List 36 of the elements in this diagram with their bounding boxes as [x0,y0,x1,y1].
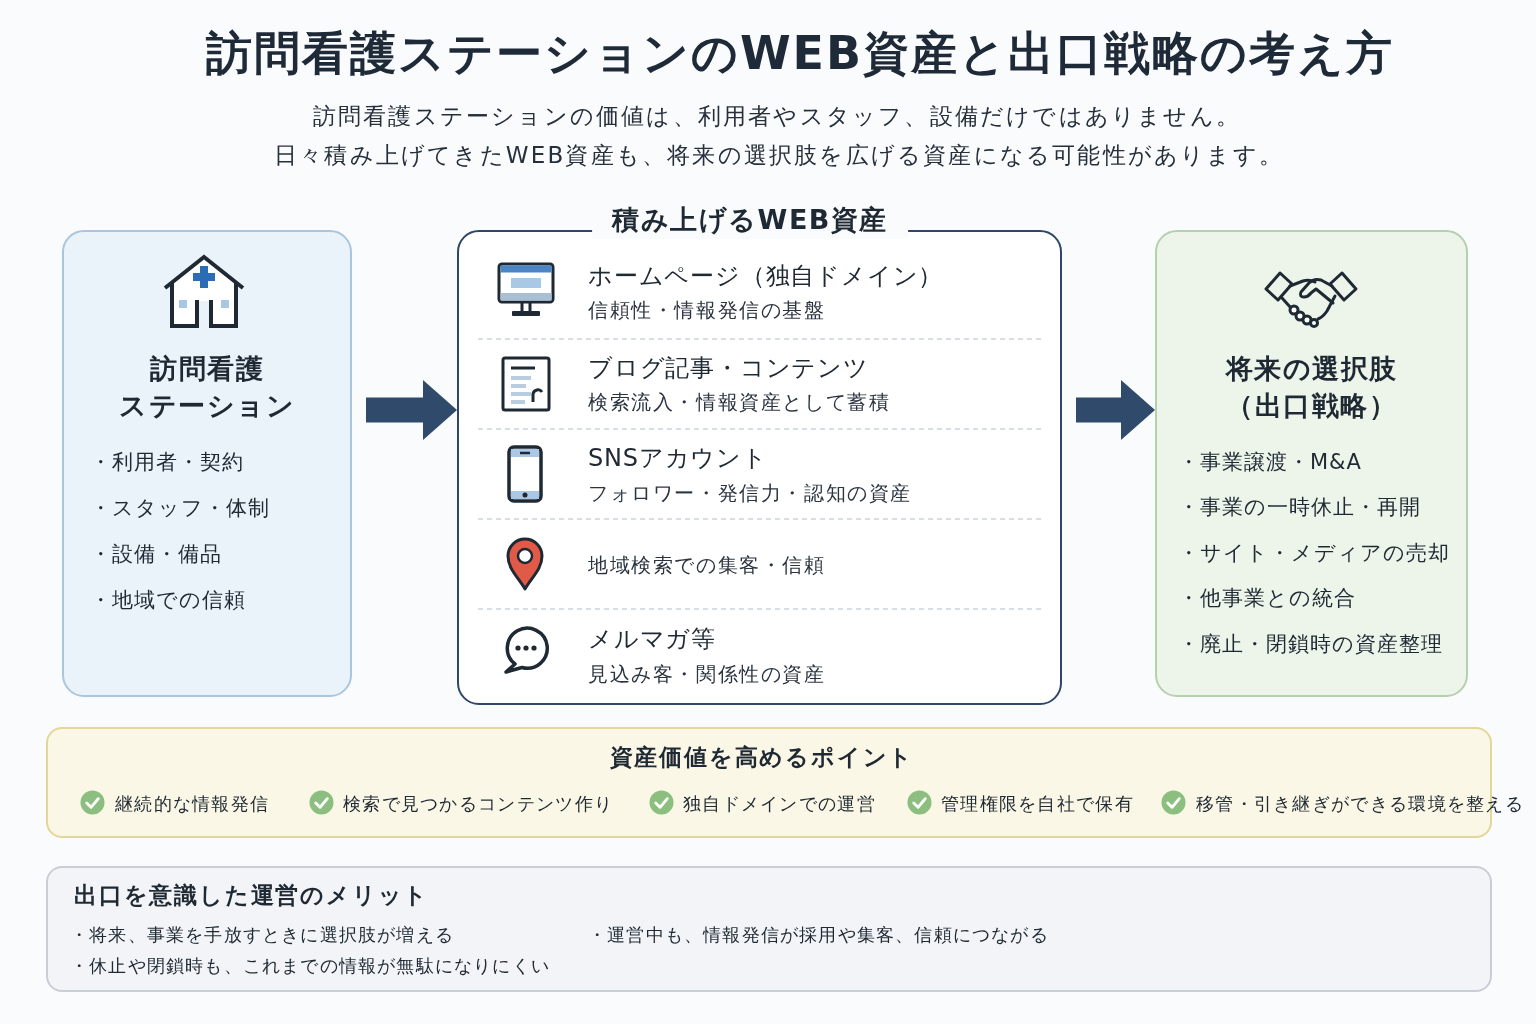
info-panel [62,230,352,697]
note-item: ・将来、事業を手放すときに選択肢が増える [70,922,454,947]
point-text: 独自ドメインでの運営 [683,791,876,816]
item-description: 見込み客・関係性の資産 [588,661,826,688]
panel-heading: 将来の選択肢（出口戦略） [1225,352,1398,423]
bullet-item: ・廃止・閉鎖時の資産整理 [1178,630,1443,658]
item-description: 信頼性・情報発信の基盤 [588,297,826,324]
item-heading: ホームページ（独自ドメイン） [588,261,944,292]
bullet-item: ・設備・備品 [90,540,222,568]
note-item: ・休止や閉鎖時も、これまでの情報が無駄になりにくい [70,953,550,978]
panel-heading: 出口を意識した運営のメリット [74,881,430,910]
point-text: 検索で見つかるコンテンツ作り [343,791,614,816]
item-description: フォロワー・発信力・認知の資産 [588,480,912,507]
point-text: 移管・引き継ぎができる環境を整える [1196,791,1525,816]
bullet-item: ・事業譲渡・M&A [1178,448,1362,476]
panel-heading: 訪問看護ステーション [119,352,295,423]
point-text: 管理権限を自社で保有 [941,791,1134,816]
bullet-item: ・事業の一時休止・再開 [1178,494,1421,521]
item-description: 検索流入・情報資産として蓄積 [588,389,891,416]
item-description: 地域検索での集客・信頼 [588,552,826,579]
title: 訪問看護ステーションのWEB資産と出口戦略の考え方 [205,25,1395,82]
item-heading: メルマガ等 [588,624,716,655]
bullet-item: ・サイト・メディアの売却 [1178,539,1450,567]
subtitle: 日々積み上げてきたWEB資産も、将来の選択肢を広げる資産になる可能性があります。 [273,141,1285,170]
point-text: 継続的な情報発信 [115,791,270,816]
panel-heading: 資産価値を高めるポイント [609,743,915,772]
item-heading: ブログ記事・コンテンツ [588,353,869,384]
bullet-item: ・地域での信頼 [90,586,246,614]
subtitle: 訪問看護ステーションの価値は、利用者やスタッフ、設備だけではありません。 [312,102,1242,131]
bullet-item: ・他事業との統合 [1178,585,1356,612]
bullet-item: ・利用者・契約 [90,448,244,476]
notes-panel [46,866,1492,992]
info-panel [1155,230,1468,697]
item-heading: SNSアカウント [588,443,768,474]
note-item: ・運営中も、情報発信が採用や集客、信頼につながる [588,922,1049,947]
bullet-item: ・スタッフ・体制 [90,494,270,522]
